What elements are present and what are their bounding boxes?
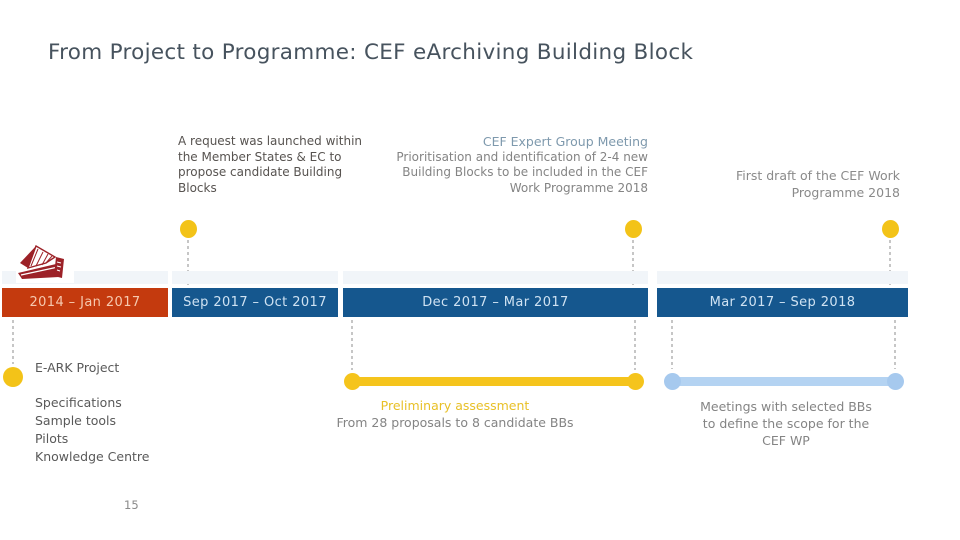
meetings-range-line [672,377,895,386]
timeline-marker-dot [180,220,197,238]
range-end-dot [627,373,644,390]
note-expert-group-body: Prioritisation and identification of 2-4… [396,149,648,195]
range-end-dot [887,373,904,390]
meetings-caption: Meetings with selected BBs to define the… [700,399,872,448]
range-end-dot [344,373,361,390]
assessment-detail: From 28 proposals to 8 candidate BBs [336,414,574,430]
timeline-bar-2014-jan2017: 2014 – Jan 2017 [2,288,168,317]
timeline-bar-sep2017-oct2017: Sep 2017 – Oct 2017 [172,288,338,317]
assessment-caption: Preliminary assessment From 28 proposals… [290,398,620,431]
range-end-dot [664,373,681,390]
note-expert-group-meeting: CEF Expert Group Meeting Prioritisation … [396,134,648,196]
timeline-marker-dot [625,220,642,238]
timeline-bar-mar2017-sep2018: Mar 2017 – Sep 2018 [657,288,908,317]
slide-title: From Project to Programme: CEF eArchivin… [48,40,694,65]
page-number: 15 [124,498,139,512]
dotted-connector [632,240,634,287]
dotted-connector [12,320,14,364]
faint-band [343,271,648,284]
timeline-bar-dec2017-mar2017: Dec 2017 – Mar 2017 [343,288,648,317]
dotted-connector [187,240,189,287]
dotted-connector [894,320,896,369]
faint-band [172,271,338,284]
dotted-connector [889,240,891,287]
dotted-connector [634,320,636,370]
timeline-marker-dot [882,220,899,238]
eark-project-label: E-ARK Project [35,360,120,375]
note-request-launched: A request was launched within the Member… [178,134,363,195]
assessment-heading: Preliminary assessment [380,398,530,413]
note-expert-group-heading: CEF Expert Group Meeting [482,134,648,149]
dotted-connector [351,320,353,370]
eark-logo [16,241,74,283]
eark-marker-dot [3,367,23,387]
assessment-range-line [352,377,635,386]
dotted-connector [671,320,673,369]
note-first-draft: First draft of the CEF Work Programme 20… [735,168,900,200]
faint-band [657,271,908,284]
eark-deliverables-list: Specifications Sample tools Pilots Knowl… [35,395,150,464]
